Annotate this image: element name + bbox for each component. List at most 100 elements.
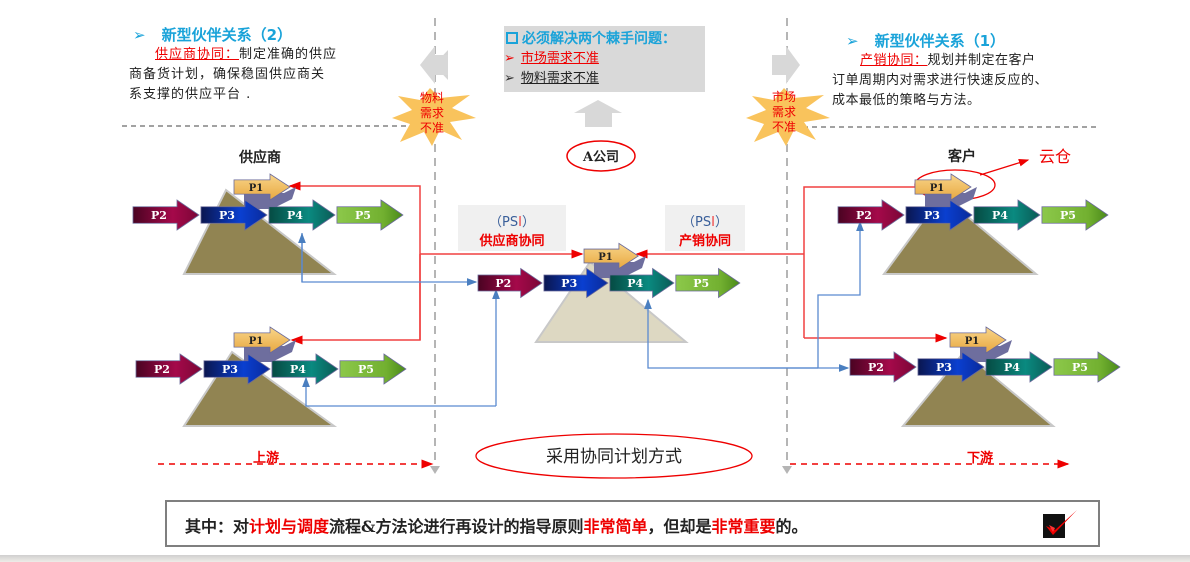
step-supplier-1-p1: P1	[233, 173, 291, 201]
step-customer-1-p1-shape	[914, 173, 972, 201]
step-supplier-2-p3-shape	[203, 353, 271, 385]
step-customer-2-p1-label: P1	[965, 336, 979, 347]
cloud-pointer-arrow	[979, 158, 1030, 176]
step-company-p3-shape	[543, 267, 609, 299]
step-company-p5: P5	[675, 267, 741, 299]
method-label: 采用协同计划方式	[546, 447, 682, 467]
right-note-highlight: 产销协同：	[860, 53, 928, 68]
step-company-p2: P2	[477, 267, 543, 299]
step-supplier-2-p1-label: P1	[249, 336, 263, 347]
conclusion-seg: 流程&方法论进行再设计的指导原则	[329, 517, 584, 536]
step-customer-1-p2-label: P2	[856, 209, 872, 222]
problems-box: 必须解决两个棘手问题： ➢市场需求不准 ➢物料需求不准	[504, 26, 705, 92]
step-customer-2-p3-label: P3	[936, 361, 952, 374]
left-note: ➢新型伙伴关系（2） 供应商协同：制定准确的供应 商备货计划，确保稳固供应商关 …	[129, 24, 403, 105]
conclusion-highlight: 非常简单	[583, 517, 648, 536]
step-customer-1-p3-shape	[905, 199, 973, 231]
step-supplier-2-p1: P1	[233, 326, 291, 354]
step-supplier-2-p5: P5	[339, 353, 407, 385]
psi-i: I	[518, 215, 522, 230]
conclusion-seg: ，但却是	[647, 517, 712, 536]
step-supplier-1-p5-shape	[336, 199, 404, 231]
step-supplier-1-p3: P3	[200, 199, 268, 231]
psi-box-supplier: （PSI） 供应商协同	[458, 205, 566, 251]
step-company-p2-label: P2	[495, 277, 511, 290]
step-company-p1-label: P1	[598, 252, 612, 263]
psi-suffix: ）	[714, 215, 728, 230]
psi-box-sales: （PSI） 产销协同	[665, 205, 745, 251]
step-customer-2-p1: P1	[949, 326, 1007, 354]
right-note-line3: 成本最低的策略与方法。	[832, 93, 981, 108]
step-supplier-1-p2-label: P2	[151, 209, 167, 222]
checkbox-icon	[506, 32, 518, 44]
red-link-supplier2	[290, 254, 421, 345]
conclusion-seg: 的。	[775, 517, 808, 536]
right-note-body: 产销协同：规划并制定在客户 订单周期内对需求进行快速反应的、 成本最低的策略与方…	[832, 51, 1136, 111]
psi-label: （PSI）	[458, 211, 566, 230]
right-note-line2: 订单周期内对需求进行快速反应的、	[832, 73, 1049, 88]
left-note-body: 供应商协同：制定准确的供应 商备货计划，确保稳固供应商关 系支撑的供应平台 .	[129, 45, 403, 105]
step-supplier-2-p3-label: P3	[222, 363, 238, 376]
step-customer-2-p3-shape	[917, 351, 985, 383]
bullet-icon: ➢	[846, 32, 859, 50]
right-note-title: 新型伙伴关系（1）	[874, 32, 1006, 50]
pyramid-customer-2	[900, 350, 1056, 427]
step-customer-2-p4-label: P4	[1004, 361, 1020, 374]
step-supplier-2-p2-shape	[135, 353, 203, 385]
step-company-p5-label: P5	[693, 277, 709, 290]
red-link-customer1	[803, 182, 930, 338]
burst-right	[746, 88, 830, 146]
step-company-p5-shape	[675, 267, 741, 299]
step-company-p4: P4	[609, 267, 675, 299]
step-company-p4-shape	[609, 267, 675, 299]
step-customer-2-p2-label: P2	[868, 361, 884, 374]
step-customer-1-p1-label: P1	[930, 183, 944, 194]
step-customer-1-p2: P2	[837, 199, 905, 231]
burst-left-line1: 物料	[420, 91, 444, 105]
step-supplier-1-p5-label: P5	[355, 209, 371, 222]
step-supplier-1-p4-shape	[268, 199, 336, 231]
step-customer-2-p4: P4	[985, 351, 1053, 383]
step-customer-2-p5: P5	[1053, 351, 1121, 383]
step-customer-2-p2: P2	[849, 351, 917, 383]
step-company-p2-shape	[477, 267, 543, 299]
burst-left	[392, 88, 476, 146]
upstream-label: 上游	[253, 450, 279, 466]
step-customer-2-p1-shape	[949, 326, 1007, 354]
step-supplier-1-p2-shape	[132, 199, 200, 231]
conclusion-box: 其中：对计划与调度流程&方法论进行再设计的指导原则非常简单，但却是非常重要的。	[165, 500, 1100, 547]
step-supplier-1-p3-shape	[200, 199, 268, 231]
right-note-title-row: ➢ 新型伙伴关系（1）	[846, 30, 1136, 51]
step-supplier-2-p4: P4	[271, 353, 339, 385]
psi-label: （PSI）	[665, 211, 745, 230]
blue-link-c1	[817, 220, 864, 368]
conclusion-highlight: 计划与调度	[249, 517, 330, 536]
up-block-arrow	[574, 100, 622, 127]
conclusion-highlight: 非常重要	[711, 517, 776, 536]
step-supplier-1-p4: P4	[268, 199, 336, 231]
psi-i: I	[711, 215, 715, 230]
step-supplier-2-p2: P2	[135, 353, 203, 385]
step-supplier-1-p1-shape	[233, 173, 291, 201]
step-supplier-2-p1-shape	[233, 326, 291, 354]
bullet-icon: ➢	[504, 51, 515, 66]
step-company-p4-label: P4	[627, 277, 643, 290]
left-note-line3: 系支撑的供应平台 .	[129, 87, 252, 102]
conclusion-seg: 其中：对	[185, 517, 250, 536]
step-customer-1-p5-label: P5	[1060, 209, 1076, 222]
step-supplier-2-p2-label: P2	[154, 363, 170, 376]
problems-title-row: 必须解决两个棘手问题：	[504, 28, 705, 48]
checkmark-icon	[1043, 510, 1077, 538]
step-customer-1-p5: P5	[1041, 199, 1109, 231]
psi-prefix: （PS	[489, 215, 519, 230]
burst-left-line2: 需求	[420, 106, 444, 120]
method-ellipse	[475, 433, 753, 479]
supplier-label: 供应商	[238, 149, 281, 166]
right-note-line1: 规划并制定在客户	[927, 53, 1036, 68]
left-note-highlight: 供应商协同：	[155, 47, 240, 62]
burst-left-line3: 不准	[420, 121, 444, 135]
bottom-bar	[0, 555, 1190, 562]
cloud-warehouse-label: 云仓	[1039, 147, 1071, 166]
right-note: ➢ 新型伙伴关系（1） 产销协同：规划并制定在客户 订单周期内对需求进行快速反应的…	[832, 30, 1136, 111]
